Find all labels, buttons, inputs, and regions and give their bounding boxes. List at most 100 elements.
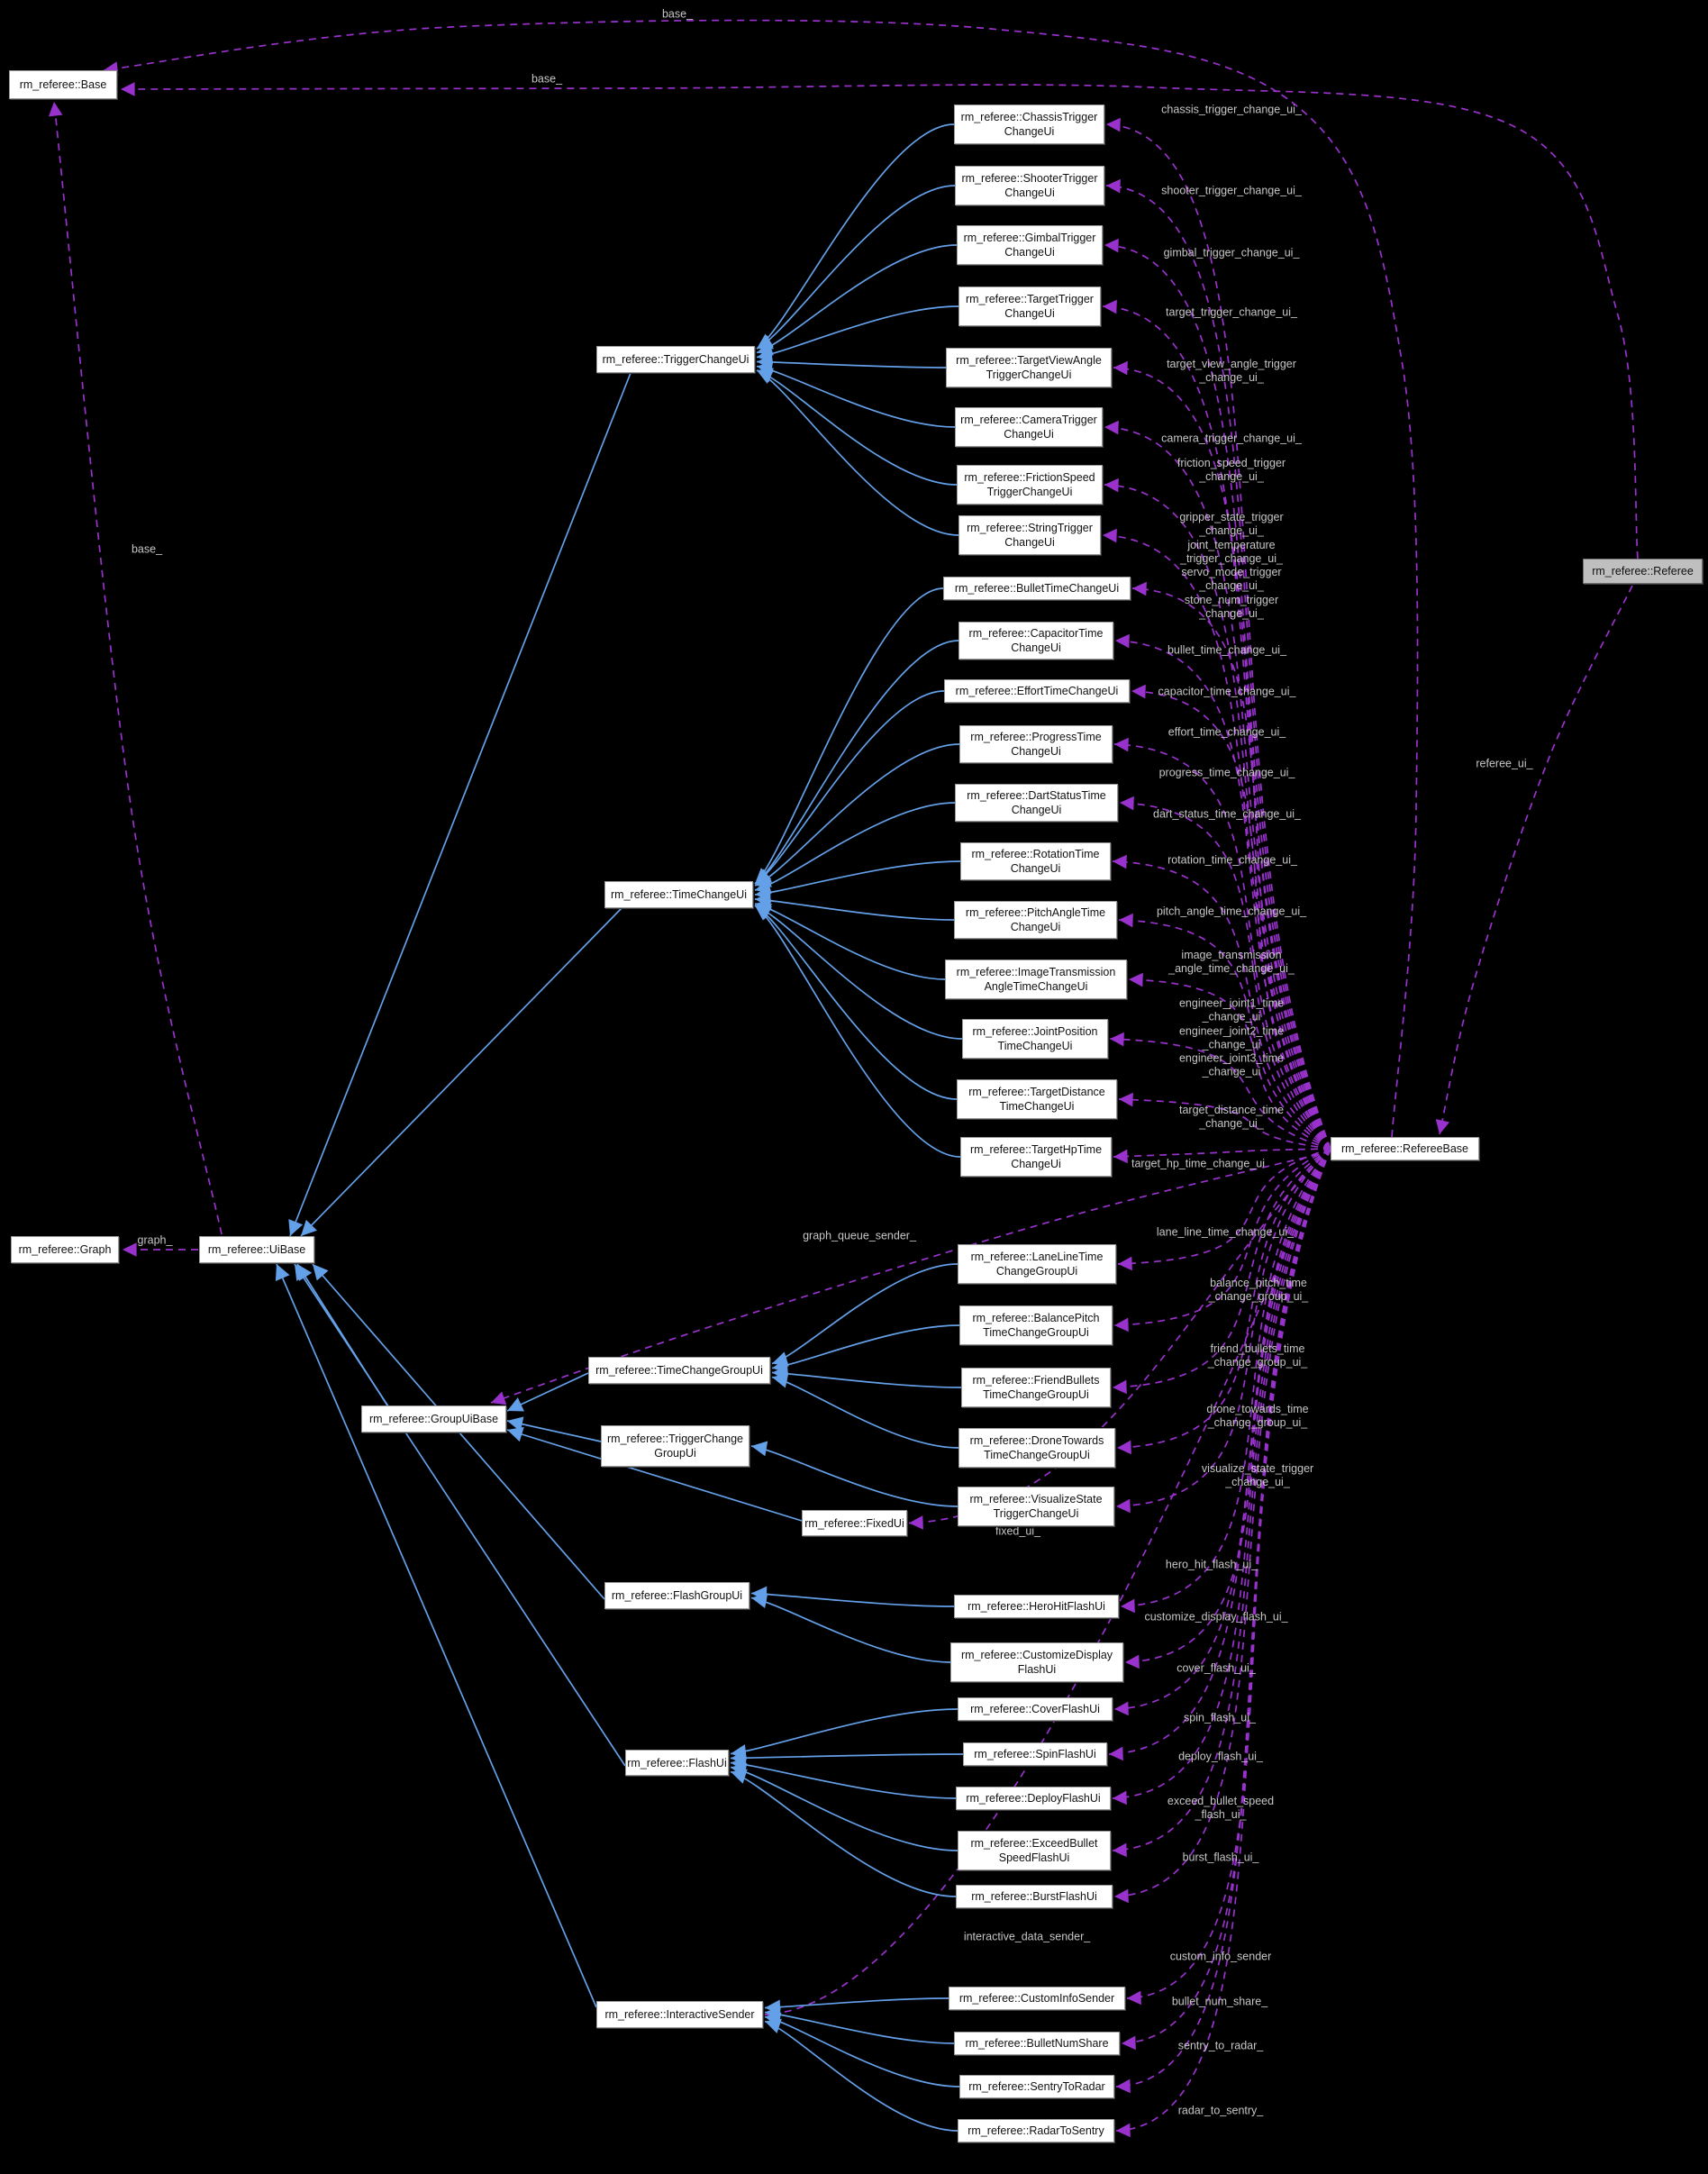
class-node-visualize-state[interactable]: rm_referee::VisualizeState TriggerChange…: [958, 1487, 1114, 1526]
class-node-referee[interactable]: rm_referee::Referee: [1583, 559, 1703, 584]
class-node-graph[interactable]: rm_referee::Graph: [11, 1236, 119, 1263]
class-node-trigger-change-group-ui[interactable]: rm_referee::TriggerChange GroupUi: [601, 1425, 750, 1467]
edge-label-camera: camera_trigger_change_ui_: [1161, 432, 1302, 445]
edge-label-image-transmission-time: image_transmission _angle_time_change_ui…: [1168, 948, 1295, 975]
edge-label-fixed-ui: fixed_ui_: [995, 1524, 1041, 1538]
edge-label-dart-status-time: dart_status_time_change_ui_: [1152, 807, 1302, 821]
inherit-edge-custom-info-to-interactive-sender: [764, 1997, 949, 2015]
inherit-edge-bullet-time-to-time-change-ui: [754, 587, 944, 885]
class-node-gimbal[interactable]: rm_referee::GimbalTrigger ChangeUi: [957, 225, 1103, 265]
member-edge-bullet-time: [1131, 581, 1331, 1150]
edge-label-effort-time: effort_time_change_ui_: [1167, 725, 1286, 739]
member-edge-custom-info: [1126, 1148, 1331, 2006]
edge-label-cover-flash: cover_flash_ui_: [1177, 1661, 1256, 1675]
class-node-target-distance-time[interactable]: rm_referee::TargetDistance TimeChangeUi: [957, 1079, 1117, 1119]
class-node-bullet-num-share[interactable]: rm_referee::BulletNumShare: [954, 2032, 1120, 2055]
member-edge-progress-time: [1113, 737, 1331, 1150]
class-node-target-trigger[interactable]: rm_referee::TargetTrigger ChangeUi: [958, 287, 1101, 326]
class-node-bullet-time[interactable]: rm_referee::BulletTimeChangeUi: [943, 577, 1131, 600]
edge-label-joint-position-time: engineer_joint1_time _change_ui engineer…: [1178, 996, 1285, 1078]
inherit-edge-target-distance-time-to-time-change-ui: [754, 905, 958, 1100]
class-node-friction[interactable]: rm_referee::FrictionSpeed TriggerChangeU…: [957, 465, 1103, 505]
class-node-radar-to-sentry[interactable]: rm_referee::RadarToSentry: [958, 2119, 1114, 2142]
class-node-group-ui-base[interactable]: rm_referee::GroupUiBase: [361, 1405, 506, 1433]
inherit-edge-cover-flash-to-flash-ui: [730, 1708, 958, 1760]
edge-label-radar-to-sentry: radar_to_sentry_: [1177, 2104, 1264, 2117]
class-node-string-trigger[interactable]: rm_referee::StringTrigger ChangeUi: [958, 515, 1101, 555]
inherit-edge-string-trigger-to-trigger-change-ui: [756, 369, 959, 536]
class-node-exceed-bullet[interactable]: rm_referee::ExceedBullet SpeedFlashUi: [958, 1831, 1111, 1870]
class-node-friend-bullets[interactable]: rm_referee::FriendBullets TimeChangeGrou…: [961, 1368, 1111, 1407]
class-node-base[interactable]: rm_referee::Base: [9, 70, 117, 99]
member-edge-spin-flash: [1108, 1148, 1331, 1761]
class-node-burst-flash[interactable]: rm_referee::BurstFlashUi: [956, 1885, 1113, 1908]
class-node-customize-display[interactable]: rm_referee::CustomizeDisplay FlashUi: [950, 1642, 1123, 1682]
inherit-edge-flash-ui-to-ui-base: [294, 1263, 626, 1767]
class-node-effort-time[interactable]: rm_referee::EffortTimeChangeUi: [944, 679, 1130, 703]
member-edge-effort-time: [1131, 684, 1331, 1150]
member-edge-joint-position-time: [1109, 1032, 1331, 1150]
class-node-image-transmission-time[interactable]: rm_referee::ImageTransmission AngleTimeC…: [945, 960, 1127, 999]
class-node-flash-group-ui[interactable]: rm_referee::FlashGroupUi: [604, 1582, 750, 1609]
class-node-trigger-change-ui[interactable]: rm_referee::TriggerChangeUi: [596, 346, 755, 373]
class-node-cover-flash[interactable]: rm_referee::CoverFlashUi: [958, 1697, 1113, 1721]
class-node-lane-line[interactable]: rm_referee::LaneLineTime ChangeGroupUi: [958, 1244, 1116, 1284]
inherit-edge-progress-time-to-time-change-ui: [754, 743, 960, 887]
class-node-capacitor-time[interactable]: rm_referee::CapacitorTime ChangeUi: [958, 622, 1113, 659]
edge-label-rotation-time: rotation_time_change_ui_: [1167, 853, 1297, 867]
class-node-progress-time[interactable]: rm_referee::ProgressTime ChangeUi: [959, 725, 1113, 763]
edge-label-target-distance-time: target_distance_time _change_ui_: [1178, 1103, 1285, 1130]
edge-label-target-view-angle: target_view_angle_trigger _change_ui_: [1167, 357, 1296, 384]
edge-label-string-trigger: gripper_state_trigger _change_ui_ joint_…: [1179, 511, 1284, 620]
class-node-joint-position-time[interactable]: rm_referee::JointPosition TimeChangeUi: [962, 1019, 1108, 1059]
class-node-rotation-time[interactable]: rm_referee::RotationTime ChangeUi: [960, 842, 1111, 880]
class-node-chassis[interactable]: rm_referee::ChassisTrigger ChangeUi: [954, 105, 1104, 144]
inherit-edge-joint-position-time-to-time-change-ui: [754, 904, 963, 1040]
inherit-edge-trigger-change-ui-to-ui-base: [288, 372, 631, 1237]
edge-label-drone-towards: drone_towards_time _change_group_ui_: [1206, 1402, 1309, 1429]
member-edge-rotation-time: [1112, 854, 1331, 1150]
inherit-edge-friend-bullets-to-time-change-group-ui: [771, 1365, 962, 1388]
edge-label-target-trigger: target_trigger_change_ui_: [1166, 305, 1297, 319]
inherit-edge-target-view-angle-to-trigger-change-ui: [756, 354, 947, 370]
class-node-deploy-flash[interactable]: rm_referee::DeployFlashUi: [956, 1787, 1111, 1810]
inherit-edge-shooter-to-trigger-change-ui: [756, 185, 956, 350]
member-edge-referee-refereebase: [1435, 585, 1633, 1135]
inherit-edge-burst-flash-to-flash-ui: [730, 1769, 957, 1897]
edge-label-referee-refereebase: referee_ui_: [1476, 757, 1533, 770]
member-edge-referee-base: [120, 82, 1639, 559]
class-node-camera[interactable]: rm_referee::CameraTrigger ChangeUi: [955, 407, 1103, 447]
class-node-dart-status-time[interactable]: rm_referee::DartStatusTime ChangeUi: [955, 784, 1118, 822]
class-node-pitch-angle-time[interactable]: rm_referee::PitchAngleTime ChangeUi: [954, 901, 1117, 939]
class-node-fixed-ui[interactable]: rm_referee::FixedUi: [802, 1510, 907, 1536]
class-node-target-view-angle[interactable]: rm_referee::TargetViewAngle TriggerChang…: [946, 348, 1112, 387]
inherit-edge-radar-to-sentry-to-interactive-sender: [764, 2018, 958, 2132]
class-node-hero-hit[interactable]: rm_referee::HeroHitFlashUi: [954, 1595, 1119, 1618]
member-edge-target-hp-time: [1113, 1148, 1331, 1164]
member-edge-uibase-base: [48, 101, 223, 1235]
inherit-edge-dart-status-time-to-time-change-ui: [754, 802, 956, 895]
class-node-flash-ui[interactable]: rm_referee::FlashUi: [625, 1750, 729, 1776]
inherit-edge-deploy-flash-to-flash-ui: [730, 1756, 957, 1799]
edge-label-interactive-sender: interactive_data_sender_: [963, 1930, 1091, 1943]
inherit-edge-drone-towards-to-time-change-group-ui: [771, 1372, 959, 1449]
edge-label-spin-flash: spin_flash_ui_: [1184, 1711, 1256, 1724]
edge-label-gimbal: gimbal_trigger_change_ui_: [1163, 246, 1300, 259]
class-node-custom-info[interactable]: rm_referee::CustomInfoSender: [949, 1987, 1125, 2010]
edge-label-pitch-angle-time: pitch_angle_time_change_ui_: [1156, 905, 1307, 918]
class-node-target-hp-time[interactable]: rm_referee::TargetHpTime ChangeUi: [960, 1137, 1112, 1177]
class-node-sentry-to-radar[interactable]: rm_referee::SentryToRadar: [959, 2075, 1114, 2098]
edge-label-friction: friction_speed_trigger _change_ui_: [1177, 456, 1286, 483]
class-node-interactive-sender[interactable]: rm_referee::InteractiveSender: [596, 2001, 763, 2028]
edge-label-custom-info: custom_info_sender: [1169, 1950, 1272, 1963]
member-edge-refereebase-base: [103, 19, 1419, 1138]
class-node-ui-base[interactable]: rm_referee::UiBase: [199, 1236, 314, 1263]
class-node-referee-base[interactable]: rm_referee::RefereeBase: [1331, 1137, 1479, 1160]
class-node-spin-flash[interactable]: rm_referee::SpinFlashUi: [963, 1742, 1107, 1766]
class-node-shooter[interactable]: rm_referee::ShooterTrigger ChangeUi: [955, 166, 1104, 205]
class-node-balance-pitch[interactable]: rm_referee::BalancePitch TimeChangeGroup…: [959, 1305, 1113, 1345]
class-node-time-change-group-ui[interactable]: rm_referee::TimeChangeGroupUi: [588, 1357, 770, 1384]
class-node-drone-towards[interactable]: rm_referee::DroneTowards TimeChangeGroup…: [958, 1428, 1115, 1468]
class-node-time-change-ui[interactable]: rm_referee::TimeChangeUi: [604, 881, 753, 908]
